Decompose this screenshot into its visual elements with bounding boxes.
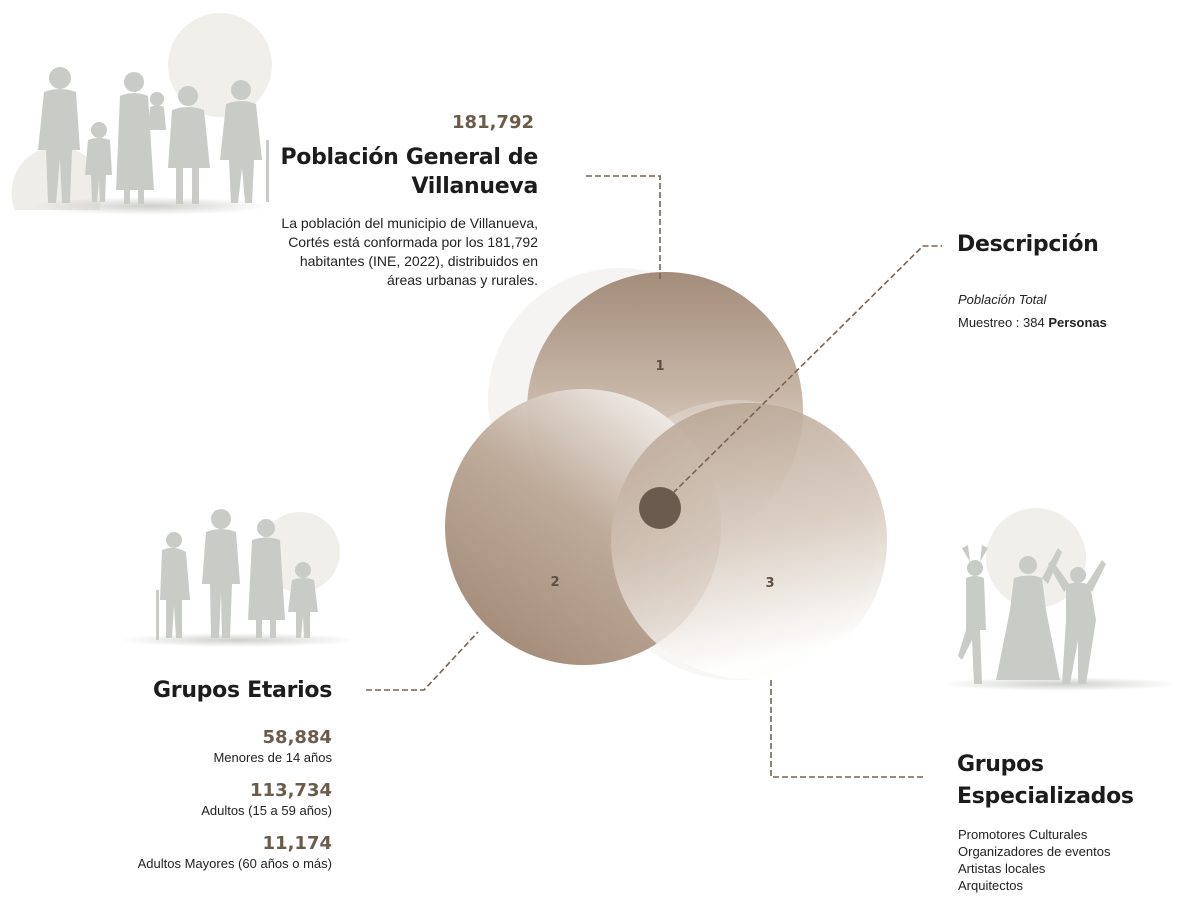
etarios-label-2: Adultos Mayores (60 años o más) — [137, 856, 332, 871]
descripcion-line1: Población Total — [958, 292, 1047, 307]
connectors — [366, 175, 942, 778]
connector-descripcion — [672, 245, 942, 494]
venn-label-1: 1 — [655, 359, 664, 374]
etarios-value-2: 11,174 — [262, 833, 332, 854]
general-title: Población General de Villanueva — [230, 143, 538, 201]
especializados-title: Grupos Especializados — [957, 749, 1134, 813]
general-title-line1: Población General de — [280, 145, 538, 170]
connector-etarios — [366, 631, 479, 691]
general-text-line4: áreas urbanas y rurales. — [387, 272, 538, 288]
general-text-line3: habitantes (INE, 2022), distribuidos en — [299, 253, 538, 269]
elderly-group-silhouette-icon — [118, 509, 358, 647]
especializados-item: Artistas locales — [958, 861, 1046, 876]
venn-center-dot — [639, 487, 681, 529]
etarios-label-0: Menores de 14 años — [213, 750, 332, 765]
etarios-groups: 58,884 Menores de 14 años 113,734 Adulto… — [60, 727, 332, 873]
especializados-item: Promotores Culturales — [958, 827, 1088, 842]
venn-label-3: 3 — [765, 576, 774, 591]
venn-circle-3 — [611, 403, 887, 679]
descripcion-title: Descripción — [957, 232, 1099, 257]
descripcion-sample-text: Muestreo : 384 — [958, 315, 1049, 330]
especializados-list: Promotores Culturales Organizadores de e… — [958, 826, 1110, 894]
descripcion-sample-unit: Personas — [1048, 315, 1107, 330]
etarios-title: Grupos Etarios — [153, 678, 332, 703]
general-value: 181,792 — [452, 112, 534, 133]
venn-diagram — [445, 268, 887, 680]
especializados-item: Arquitectos — [958, 878, 1024, 893]
descripcion-line2: Muestreo : 384 Personas — [958, 313, 1107, 332]
venn-label-2: 2 — [550, 575, 559, 590]
general-description: La población del municipio de Villanueva… — [200, 214, 538, 290]
especializados-title-line1: Grupos — [957, 752, 1044, 777]
especializados-title-line2: Especializados — [957, 784, 1134, 809]
connector-especializados — [770, 680, 923, 778]
general-text-line2: Cortés está conformada por los 181,792 — [288, 234, 538, 250]
etarios-value-1: 113,734 — [250, 780, 332, 801]
connector-general — [586, 175, 661, 282]
etarios-value-0: 58,884 — [262, 727, 332, 748]
general-text-line1: La población del municipio de Villanueva… — [281, 215, 538, 231]
dancers-silhouette-icon — [940, 545, 1180, 691]
general-title-line2: Villanueva — [411, 174, 538, 199]
etarios-label-1: Adultos (15 a 59 años) — [201, 803, 332, 818]
especializados-item: Organizadores de eventos — [958, 844, 1111, 859]
family-silhouette-icon — [30, 67, 270, 215]
